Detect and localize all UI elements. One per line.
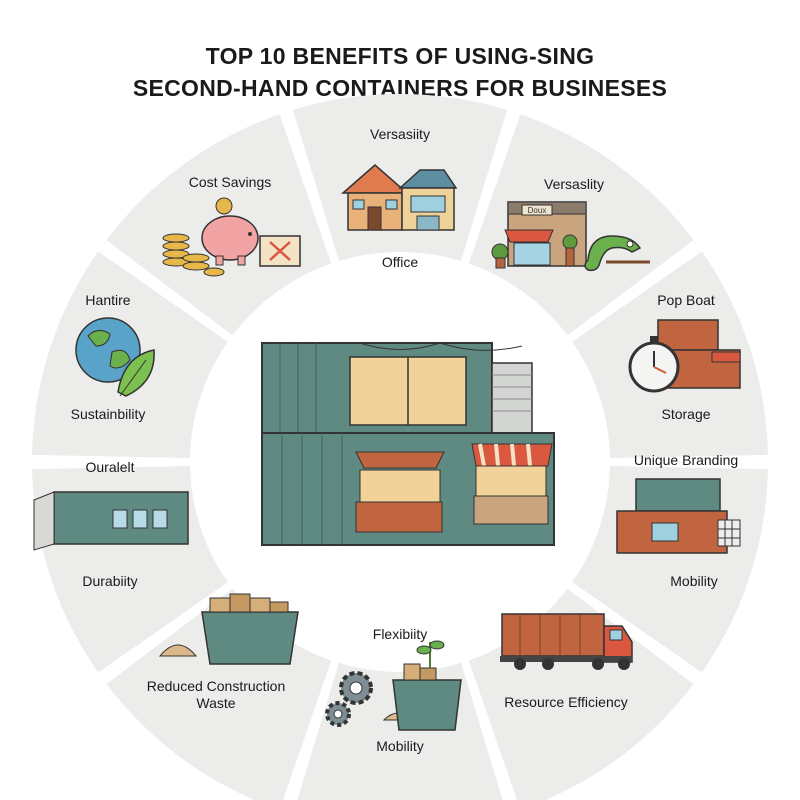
label-cost-savings: Cost Savings [188,174,272,190]
label-durabiity: Durabiity [82,573,138,589]
label-resource-efficiency: Resource Efficiency [504,694,628,710]
container-truck-icon [500,613,633,670]
label-unique-branding: Unique Branding [633,452,739,468]
label-sustainbility: Sustainbility [70,406,146,422]
globe-leaf-icon [75,317,155,397]
label-storage: Storage [661,406,711,422]
label-ouralelt: Ouralelt [85,459,135,475]
title-line-1: TOP 10 BENEFITS OF USING-SING [205,43,595,69]
infographic-title: TOP 10 BENEFITS OF USING-SING SECOND-HAN… [0,40,800,104]
label-versasiity: Versasiity [370,126,430,142]
shop-chameleon-icon: Doux [491,201,650,272]
label-flexibiity: Flexibiity [372,626,428,642]
piggy-bank-coins-icon [162,197,301,277]
stopwatch-container-icon [628,319,741,393]
label-mobility-right: Mobility [670,573,718,589]
wheel-segment-1 [293,94,507,262]
label-office: Office [381,254,419,270]
open-container-icon [33,491,189,551]
label-mobility-bottom: Mobility [376,738,424,754]
label-pop-boat: Pop Boat [657,292,715,308]
central-container-building [261,342,555,546]
shop-sign-text: Doux [528,206,547,215]
label-reduced-construction-waste: Reduced Construction Waste [146,678,286,711]
debris-bin-icon [158,593,299,665]
office-house-icon [341,164,458,231]
label-hantire: Hantire [85,292,131,308]
stacked-containers-icon [616,478,741,554]
label-versaslity: Versaslity [544,176,604,192]
gears-bin-plant-icon [325,640,462,731]
